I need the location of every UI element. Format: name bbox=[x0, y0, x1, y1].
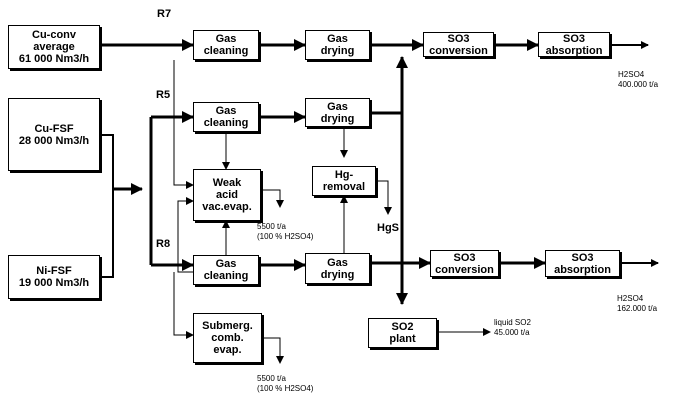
weak-acid-line2: acid bbox=[215, 189, 238, 201]
gas-drying-1-box: Gas drying bbox=[305, 30, 370, 60]
output-submerged-basis: (100 % H2SO4) bbox=[257, 384, 314, 393]
so3-absorption-1-line2: absorption bbox=[545, 44, 603, 57]
so2-plant-line1: SO2 bbox=[391, 321, 414, 333]
gas-drying-2-line2: drying bbox=[320, 112, 355, 125]
gas-cleaning-3-box: Gas cleaning bbox=[193, 255, 259, 285]
arrow-subm-out bbox=[262, 337, 284, 364]
gas-cleaning-2-box: Gas cleaning bbox=[193, 102, 259, 132]
gas-cleaning-3-line1: Gas bbox=[215, 258, 237, 270]
so3-absorption-2-line2: absorption bbox=[554, 263, 611, 276]
output-h2so4-1: H2SO4 400.000 t/a bbox=[618, 70, 658, 90]
gas-cleaning-1-line2: cleaning bbox=[203, 45, 249, 57]
output-h2so4-1-amount: 400.000 t/a bbox=[618, 80, 659, 89]
cu-conv-line1: Cu-conv bbox=[32, 29, 76, 41]
cu-fsf-line2: 28 000 Nm3/h bbox=[18, 134, 90, 147]
output-h2so4-2: H2SO4 162.000 t/a bbox=[617, 294, 657, 314]
ni-fsf-line1: Ni-FSF bbox=[36, 265, 72, 277]
gas-drying-1-line2: drying bbox=[320, 45, 355, 57]
so3-absorption-2-line1: SO3 bbox=[571, 251, 594, 264]
arrow-gc3-subm bbox=[173, 272, 194, 339]
cu-fsf-line1: Cu-FSF bbox=[34, 122, 74, 135]
arrow-gc3-weak-loop bbox=[177, 197, 194, 273]
output-weak-acid-basis: (100 % H2SO4) bbox=[257, 232, 314, 241]
so3-conversion-2-line1: SO3 bbox=[453, 251, 476, 264]
so2-plant-box: SO2 plant bbox=[368, 318, 437, 348]
output-weak-acid-amount: 5500 t/a bbox=[257, 222, 286, 231]
output-submerged-amount: 5500 t/a bbox=[257, 374, 286, 383]
cu-conv-box: Cu-conv average 61 000 Nm3/h bbox=[8, 25, 100, 69]
output-liquid-so2-name: liquid SO2 bbox=[494, 318, 531, 327]
so3-conversion-1-box: SO3 conversion bbox=[423, 32, 494, 57]
so3-conversion-2-line2: conversion bbox=[435, 263, 494, 276]
ni-fsf-box: Ni-FSF 19 000 Nm3/h bbox=[8, 255, 100, 299]
submerged-line3: evap. bbox=[213, 344, 242, 356]
route-label-r5: R5 bbox=[156, 89, 171, 101]
so2-plant-line2: plant bbox=[389, 333, 416, 345]
gas-drying-2-box: Gas drying bbox=[305, 98, 370, 127]
submerged-evap-box: Submerg. comb. evap. bbox=[193, 313, 262, 363]
output-weak-acid: 5500 t/a (100 % H2SO4) bbox=[257, 222, 313, 242]
ni-fsf-line2: 19 000 Nm3/h bbox=[18, 277, 90, 289]
so3-absorption-2-box: SO3 absorption bbox=[545, 250, 620, 277]
output-h2so4-1-name: H2SO4 bbox=[618, 70, 645, 79]
so3-absorption-1-line1: SO3 bbox=[562, 32, 585, 45]
output-liquid-so2-amount: 45.000 t/a bbox=[494, 328, 530, 337]
arrow-gc1-weak bbox=[173, 60, 194, 189]
cu-fsf-box: Cu-FSF 28 000 Nm3/h bbox=[8, 98, 100, 171]
hg-removal-line1: Hg- bbox=[334, 169, 354, 181]
so3-absorption-1-box: SO3 absorption bbox=[538, 32, 610, 57]
arrow-weak-out bbox=[261, 189, 284, 208]
gas-drying-3-line1: Gas bbox=[327, 256, 348, 269]
output-liquid-so2: liquid SO2 45.000 t/a bbox=[494, 318, 531, 338]
weak-acid-box: Weak acid vac.evap. bbox=[193, 169, 261, 221]
hg-removal-box: Hg- removal bbox=[312, 166, 376, 196]
so3-conversion-2-box: SO3 conversion bbox=[430, 250, 499, 277]
cu-conv-line3: 61 000 Nm3/h bbox=[18, 53, 90, 65]
so3-conversion-1-line1: SO3 bbox=[447, 32, 470, 45]
hg-removal-line2: removal bbox=[322, 181, 366, 193]
weak-acid-line3: vac.evap. bbox=[202, 201, 252, 213]
gas-drying-2-line1: Gas bbox=[327, 100, 348, 113]
submerged-line1: Submerg. bbox=[202, 320, 253, 332]
route-label-r8: R8 bbox=[156, 238, 171, 250]
output-submerged: 5500 t/a (100 % H2SO4) bbox=[257, 374, 313, 394]
gas-cleaning-2-line2: cleaning bbox=[203, 117, 249, 129]
gas-cleaning-1-box: Gas cleaning bbox=[193, 30, 259, 60]
gas-drying-3-line2: drying bbox=[320, 268, 355, 281]
output-hgs: HgS bbox=[377, 222, 399, 234]
output-h2so4-2-amount: 162.000 t/a bbox=[617, 304, 658, 313]
gas-drying-1-line1: Gas bbox=[327, 33, 348, 45]
arrow-hg-hgs bbox=[376, 180, 392, 215]
submerged-line2: comb. bbox=[211, 332, 244, 344]
gas-cleaning-2-line1: Gas bbox=[215, 105, 237, 117]
gas-cleaning-1-line1: Gas bbox=[215, 33, 237, 45]
gas-drying-3-box: Gas drying bbox=[305, 253, 370, 284]
route-label-r7: R7 bbox=[157, 8, 172, 20]
weak-acid-line1: Weak bbox=[212, 177, 242, 189]
so3-conversion-1-line2: conversion bbox=[429, 44, 488, 57]
cu-conv-line2: average bbox=[33, 41, 75, 53]
gas-cleaning-3-line2: cleaning bbox=[203, 270, 249, 282]
output-h2so4-2-name: H2SO4 bbox=[617, 294, 644, 303]
line-furnace-merge bbox=[100, 134, 114, 278]
